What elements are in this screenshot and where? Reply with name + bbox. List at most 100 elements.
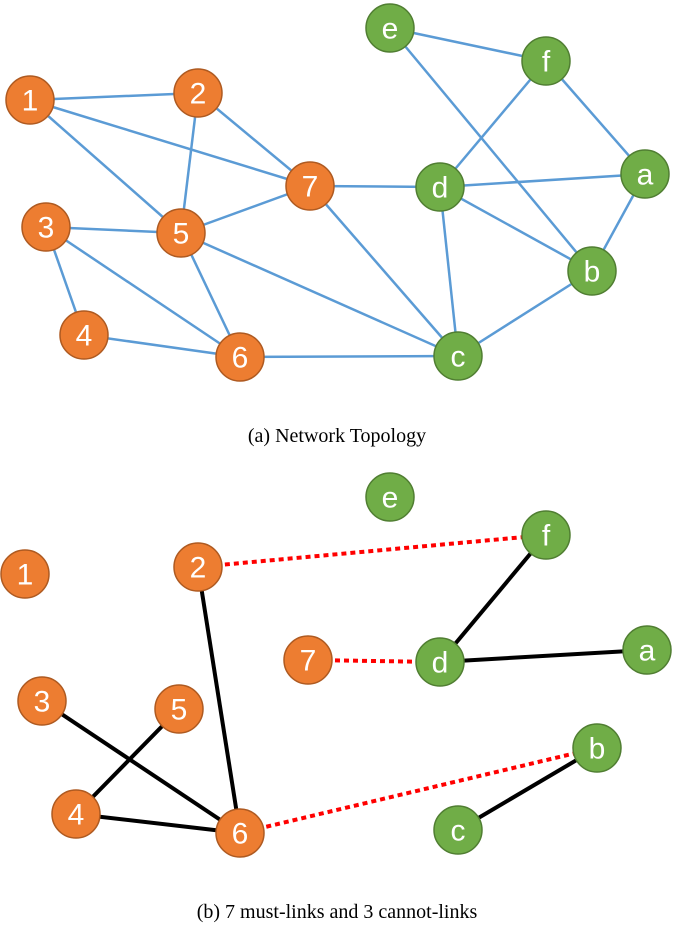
node-label: a [637, 159, 654, 192]
node-label: d [432, 172, 449, 205]
node-label: 1 [22, 85, 39, 118]
node-circle [0, 549, 50, 599]
must-link-3-6 [40, 699, 242, 835]
topology-edge-b-c [457, 269, 593, 358]
node-label: 7 [302, 171, 319, 204]
topology-node-6: 6 [215, 332, 265, 382]
constraint-node-3: 3 [17, 676, 67, 726]
node-circle [59, 310, 109, 360]
constraint-node-7: 7 [283, 635, 333, 685]
topology-nodes: 1 2 3 4 5 6 7 a b c d e f [5, 3, 670, 382]
topology-edge-1-2 [29, 91, 199, 102]
topology-node-4: 4 [59, 310, 109, 360]
topology-node-3: 3 [21, 202, 71, 252]
node-circle [215, 332, 265, 382]
node-circle [567, 246, 617, 296]
node-label: b [584, 256, 601, 289]
topology-edge-6-c [239, 354, 459, 359]
node-label: 4 [68, 799, 85, 832]
constraint-node-a: a [622, 625, 672, 675]
node-circle [415, 637, 465, 687]
topology-edge-7-c [309, 185, 459, 357]
node-circle [215, 808, 265, 858]
panel-a-network-topology: 1 2 3 4 5 6 7 a b c d e f (a) Network Topology [5, 3, 670, 447]
node-label: 3 [38, 212, 55, 245]
topology-edge-d-f [439, 60, 547, 188]
node-circle [433, 805, 483, 855]
node-label: 5 [173, 218, 190, 251]
node-circle [365, 472, 415, 522]
node-circle [173, 68, 223, 118]
node-label: f [542, 46, 551, 79]
node-label: 1 [17, 559, 34, 592]
node-circle [620, 149, 670, 199]
topology-edge-f-a [545, 60, 646, 175]
topology-edge-d-a [439, 172, 646, 189]
constraint-node-c: c [433, 805, 483, 855]
constraint-node-1: 1 [0, 549, 50, 599]
constraint-node-5: 5 [154, 684, 204, 734]
node-circle [5, 75, 55, 125]
node-circle [415, 162, 465, 212]
constraint-links [40, 533, 648, 835]
topology-edge-5-c [180, 231, 459, 358]
constraint-node-d: d [415, 637, 465, 687]
must-link-f-d [438, 533, 548, 664]
node-label: c [451, 815, 466, 848]
must-link-b-c [456, 746, 599, 832]
topology-node-c: c [433, 331, 483, 381]
node-circle [154, 684, 204, 734]
node-circle [521, 510, 571, 560]
cannot-link-2-f [197, 533, 547, 569]
node-circle [17, 676, 67, 726]
node-circle [622, 625, 672, 675]
constraint-node-e: e [365, 472, 415, 522]
topology-edge-e-f [389, 26, 547, 63]
node-label: b [589, 733, 606, 766]
node-circle [285, 161, 335, 211]
node-label: 5 [171, 694, 188, 727]
node-label: a [639, 635, 656, 668]
constraint-node-4: 4 [51, 789, 101, 839]
constraint-node-b: b [572, 723, 622, 773]
topology-node-b: b [567, 246, 617, 296]
node-label: 4 [76, 320, 93, 353]
node-circle [156, 208, 206, 258]
node-label: 3 [34, 686, 51, 719]
node-label: 6 [232, 818, 249, 851]
node-label: c [451, 341, 466, 374]
node-label: 2 [190, 552, 207, 585]
node-label: d [432, 647, 449, 680]
must-link-d-a [439, 648, 648, 664]
topology-node-f: f [521, 36, 571, 86]
topology-node-a: a [620, 149, 670, 199]
node-label: f [542, 520, 551, 553]
topology-node-5: 5 [156, 208, 206, 258]
constraint-node-f: f [521, 510, 571, 560]
node-circle [365, 3, 415, 53]
topology-node-e: e [365, 3, 415, 53]
constraint-node-2: 2 [173, 542, 223, 592]
topology-edge-4-6 [83, 333, 241, 359]
node-label: 7 [300, 645, 317, 678]
topology-edge-e-b [389, 27, 593, 272]
topology-node-7: 7 [285, 161, 335, 211]
node-circle [173, 542, 223, 592]
topology-node-d: d [415, 162, 465, 212]
node-circle [572, 723, 622, 773]
must-link-2-6 [196, 566, 242, 834]
constraint-nodes: 1 2 3 4 5 6 7 a b c d e f [0, 472, 672, 858]
node-label: e [382, 482, 399, 515]
node-circle [433, 331, 483, 381]
topology-edge-1-5 [29, 99, 182, 234]
topology-edge-3-6 [45, 225, 241, 359]
node-label: 2 [190, 78, 207, 111]
topology-edge-1-7 [29, 98, 311, 188]
node-circle [21, 202, 71, 252]
caption-network-topology: (a) Network Topology [248, 425, 426, 447]
node-circle [283, 635, 333, 685]
must-link-4-6 [75, 812, 241, 835]
topology-node-2: 2 [173, 68, 223, 118]
